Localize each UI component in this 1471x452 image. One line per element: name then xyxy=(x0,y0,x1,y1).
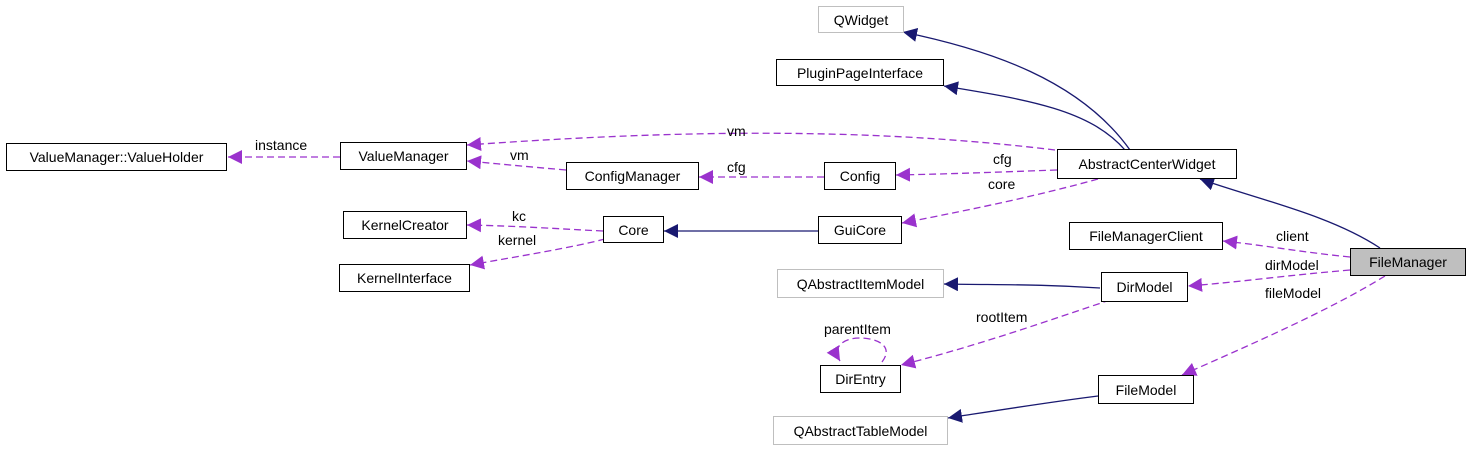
node-config[interactable]: Config xyxy=(824,162,896,190)
edge-core-kernelcreator xyxy=(466,218,604,233)
edge-core-kernelinterface xyxy=(469,238,606,270)
node-kernel-interface[interactable]: KernelInterface xyxy=(339,264,470,292)
edge-label-client: client xyxy=(1276,228,1309,244)
node-file-model[interactable]: FileModel xyxy=(1098,375,1194,404)
edge-filemanager-filemodel xyxy=(1181,275,1386,376)
edge-abstractcenterwidget-qwidget xyxy=(902,27,1131,151)
node-kernel-creator[interactable]: KernelCreator xyxy=(343,211,467,239)
edge-configmanager-valuemanager xyxy=(466,155,567,171)
edge-abstractcenterwidget-valuemanager xyxy=(466,132,1056,151)
edge-label-kernel: kernel xyxy=(498,232,537,248)
edge-direntry-direntry-self xyxy=(826,337,887,363)
edge-dirmodel-direntry xyxy=(900,299,1111,369)
edge-abstractcenterwidget-guicore xyxy=(901,178,1099,228)
edge-filemanager-abstractcenterwidget xyxy=(1199,177,1381,249)
edge-label-cfg-config: cfg xyxy=(727,159,746,175)
edge-label-file-model: fileModel xyxy=(1265,285,1322,301)
node-qabstract-item-model[interactable]: QAbstractItemModel xyxy=(777,269,944,298)
edge-label-root-item: rootItem xyxy=(976,309,1028,325)
edge-dirmodel-qabstractitemmodel xyxy=(943,277,1101,292)
edge-label-kc: kc xyxy=(512,208,526,224)
node-value-manager[interactable]: ValueManager xyxy=(340,142,467,170)
edge-label-cfg-widget: cfg xyxy=(993,151,1012,167)
node-dir-model[interactable]: DirModel xyxy=(1101,272,1188,302)
edge-label-vm: vm xyxy=(510,147,529,163)
node-abstract-center-widget[interactable]: AbstractCenterWidget xyxy=(1057,149,1237,179)
edge-label-core: core xyxy=(988,176,1016,192)
edge-label-vm-top: vm xyxy=(727,123,746,139)
node-core[interactable]: Core xyxy=(603,216,664,243)
edge-label-parent-item: parentItem xyxy=(824,321,891,337)
node-qabstract-table-model[interactable]: QAbstractTableModel xyxy=(773,416,948,445)
edge-filemanager-filemanagerclient xyxy=(1222,235,1351,258)
node-value-holder[interactable]: ValueManager::ValueHolder xyxy=(6,143,227,171)
node-file-manager-client[interactable]: FileManagerClient xyxy=(1069,222,1223,250)
edge-label-dir-model: dirModel xyxy=(1265,257,1319,273)
node-qwidget[interactable]: QWidget xyxy=(818,6,904,33)
edge-label-instance: instance xyxy=(255,137,308,153)
node-file-manager: FileManager xyxy=(1350,248,1466,276)
edge-abstractcenterwidget-pluginpageinterface xyxy=(943,81,1126,151)
edge-filemodel-qabstracttablemodel xyxy=(947,395,1099,423)
node-gui-core[interactable]: GuiCore xyxy=(818,216,902,244)
node-dir-entry[interactable]: DirEntry xyxy=(820,365,901,393)
edge-abstractcenterwidget-config xyxy=(895,167,1058,182)
node-config-manager[interactable]: ConfigManager xyxy=(566,162,699,190)
edge-filemanager-dirmodel xyxy=(1187,269,1351,292)
node-plugin-page-interface[interactable]: PluginPageInterface xyxy=(776,59,944,86)
